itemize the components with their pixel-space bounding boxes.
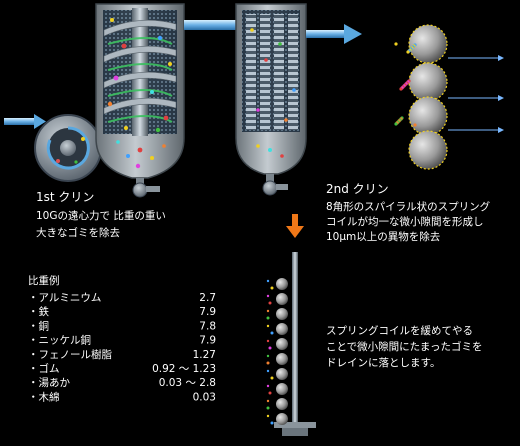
inlet-pipe bbox=[4, 114, 46, 129]
sg-material: ・鉄 bbox=[28, 305, 49, 318]
drop-arrow bbox=[286, 214, 304, 238]
drain-line-2: ことで微小隙間にたまったゴミを bbox=[326, 340, 482, 353]
drain-line-1: スプリングコイルを緩めてやる bbox=[326, 324, 473, 337]
coil-ball bbox=[276, 413, 288, 425]
debris-dot bbox=[268, 391, 272, 395]
sg-material: ・ニッケル銅 bbox=[28, 334, 91, 347]
sg-value: 2.7 bbox=[199, 292, 216, 304]
debris-dot bbox=[266, 406, 270, 410]
specific-gravity-title: 比重例 bbox=[28, 274, 60, 287]
debris-dot bbox=[266, 316, 270, 320]
coil-ball bbox=[276, 398, 288, 410]
drain-line-3: ドレインに落とします。 bbox=[326, 357, 440, 369]
debris-dot bbox=[413, 123, 417, 127]
flow-arrowhead bbox=[498, 95, 504, 101]
debris-dot bbox=[266, 294, 270, 298]
debris-dot bbox=[270, 331, 274, 335]
second-clean-line-3: 10μm以上の異物を除去 bbox=[326, 230, 440, 243]
flow-arrowhead bbox=[498, 55, 504, 61]
coil-ball bbox=[276, 278, 288, 290]
transfer-pipe bbox=[184, 20, 236, 30]
coil-ball bbox=[276, 338, 288, 350]
debris-dot bbox=[268, 301, 272, 305]
debris-dot bbox=[266, 384, 270, 388]
coil-ring bbox=[408, 96, 448, 136]
outlet-pipe bbox=[306, 24, 362, 44]
sg-value: 0.03 bbox=[193, 391, 216, 403]
second-clean-line-1: 8角形のスパイラル状のスプリング bbox=[326, 200, 491, 213]
debris-dot bbox=[268, 346, 272, 350]
debris-dot bbox=[270, 286, 274, 290]
drain-coil-stack bbox=[266, 252, 316, 436]
coil-ball bbox=[276, 293, 288, 305]
sg-value: 7.8 bbox=[199, 320, 216, 332]
flow-arrowhead bbox=[498, 127, 504, 133]
debris-dot bbox=[266, 361, 270, 365]
coil-closeup bbox=[394, 24, 504, 170]
debris-dot bbox=[266, 309, 270, 313]
debris-dot bbox=[406, 50, 410, 54]
sg-material: ・湯あか bbox=[28, 377, 70, 389]
debris-dot bbox=[266, 369, 270, 373]
coil-ball bbox=[276, 383, 288, 395]
sg-material: ・木綿 bbox=[28, 390, 60, 403]
sg-value: 7.9 bbox=[199, 306, 216, 318]
debris-dot bbox=[399, 87, 403, 91]
debris-dot bbox=[266, 414, 270, 418]
debris-dot bbox=[266, 354, 270, 358]
coil-ball bbox=[276, 323, 288, 335]
specific-gravity-table: ・アルミニウム 2.7 ・鉄 7.9 ・銅 7.8 ・ニッケル銅 7.9 ・フェノール樹脂 1.2… bbox=[28, 292, 216, 403]
sg-material: ・アルミニウム bbox=[28, 292, 101, 304]
first-clean-line-1: 10Gの遠心力で 比重の重い bbox=[36, 209, 166, 222]
debris-dot bbox=[266, 339, 270, 343]
debris-dot bbox=[394, 122, 398, 126]
first-clean-title: 1st クリン bbox=[36, 190, 94, 204]
debris-dot bbox=[270, 421, 274, 425]
sg-material: ・ゴム bbox=[28, 362, 60, 375]
coil-ring bbox=[408, 130, 448, 170]
cyclone-inlet-chamber bbox=[34, 114, 102, 182]
sg-value: 7.9 bbox=[199, 335, 216, 347]
coil-ball bbox=[276, 308, 288, 320]
debris-dot bbox=[270, 376, 274, 380]
debris-dot bbox=[266, 324, 270, 328]
second-clean-vessel bbox=[235, 3, 307, 196]
first-clean-vessel bbox=[95, 3, 185, 198]
sg-value: 1.27 bbox=[193, 349, 216, 361]
coil-ball bbox=[276, 353, 288, 365]
coil-ball bbox=[276, 368, 288, 380]
first-clean-line-2: 大きなゴミを除去 bbox=[36, 226, 120, 239]
sg-value: 0.92 ～ 1.23 bbox=[152, 363, 216, 375]
second-clean-title: 2nd クリン bbox=[326, 182, 389, 196]
sg-value: 0.03 ～ 2.8 bbox=[159, 377, 216, 389]
sg-material: ・フェノール樹脂 bbox=[28, 348, 112, 361]
sg-material: ・銅 bbox=[28, 319, 49, 332]
coil-ring bbox=[408, 62, 448, 102]
debris-dot bbox=[394, 42, 398, 46]
second-clean-line-2: コイルが均一な微小隙間を形成し bbox=[326, 215, 484, 228]
debris-dot bbox=[266, 279, 270, 283]
debris-dot bbox=[266, 399, 270, 403]
